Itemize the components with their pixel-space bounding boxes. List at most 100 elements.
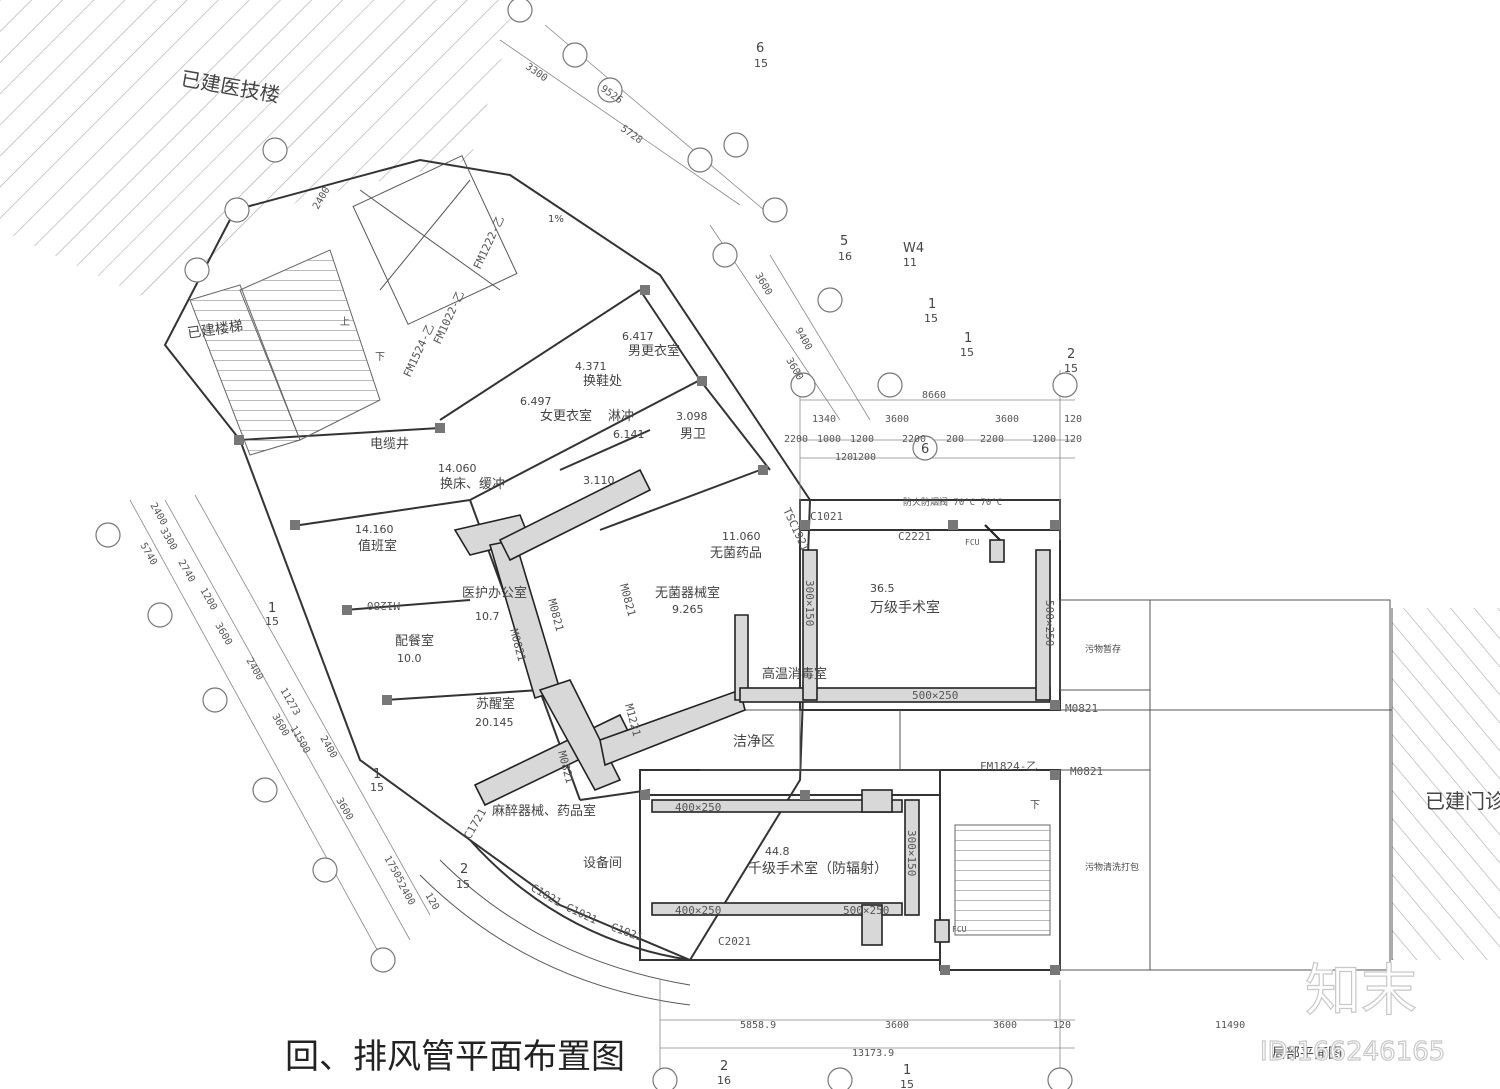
- dim-bottom: 11490: [1215, 1020, 1245, 1031]
- existing-building-hatch: [0, 0, 1500, 960]
- axis-den: 16: [717, 1074, 731, 1087]
- room-bed-change-name: 换床、缓冲: [440, 477, 505, 492]
- axis-num: 6: [921, 442, 929, 457]
- room-or1k-area: 44.8: [765, 845, 790, 858]
- room-labels: 6.497 女更衣室 6.417 男更衣室 4.371 换鞋处 淋冲 6.141…: [340, 316, 1139, 877]
- room-anesthesia-name: 麻醉器械、药品室: [492, 803, 596, 819]
- axis-num: 5: [840, 234, 848, 249]
- dim-left: 1200: [197, 586, 219, 612]
- room-wake-area: 20.145: [475, 716, 514, 729]
- duct-size-label: 500×250: [1043, 600, 1056, 646]
- axis-den: 15: [960, 346, 974, 359]
- door-tag: M0821: [545, 597, 566, 632]
- dim-left: 2740: [175, 558, 197, 584]
- dim-second: 1000: [817, 434, 841, 445]
- dim-top: 3600: [885, 414, 909, 425]
- axis-den: 15: [456, 878, 470, 891]
- axis-den: 15: [265, 615, 279, 628]
- legend-note: 局部平面图: [1272, 1046, 1342, 1062]
- axis-den: 15: [370, 781, 384, 794]
- door-tag: FM1524-乙: [401, 322, 437, 379]
- dim-left: 3600: [212, 621, 234, 647]
- window-tag: C1721: [461, 806, 489, 841]
- door-tag: FM1022-乙: [431, 289, 467, 346]
- window-tag: C1021: [564, 901, 600, 927]
- dim-second: 1200: [850, 434, 874, 445]
- down-mark-1: 下: [375, 352, 385, 363]
- dim-left: 3600: [269, 712, 291, 738]
- axis-num: 1: [964, 331, 972, 346]
- axis-den: 15: [924, 312, 938, 325]
- drawing-title: 回、排风管平面布置图: [285, 1037, 625, 1077]
- duct-size-label: 400×250: [675, 801, 721, 814]
- door-tag: M1280: [367, 599, 400, 612]
- axis-num: 1: [373, 767, 381, 782]
- room-equipment-name: 设备间: [583, 855, 622, 871]
- dim-bottom: 3600: [993, 1020, 1017, 1031]
- axis-num: 1: [268, 601, 276, 616]
- fan-coil-label: FCU: [952, 925, 967, 934]
- axis-num: 1: [903, 1063, 911, 1078]
- room-dirty-corr-name: 污物暂存: [1085, 643, 1121, 655]
- axis-bubbles: [95, 0, 1078, 1089]
- room-male-wc-name: 男卫: [680, 427, 706, 442]
- dim-top: 3600: [995, 414, 1019, 425]
- axis-labels: 6 15 5 16 W4 11 1 15 1 15 2 15 6 1 15 1 …: [265, 41, 1078, 1089]
- window-tag: C2021: [718, 935, 751, 948]
- dim-left: 3600: [333, 796, 355, 822]
- door-tag: M0821: [1065, 702, 1098, 715]
- axis-num: 2: [720, 1059, 728, 1074]
- room-female-change-area: 6.497: [520, 395, 552, 408]
- door-tag: M0821: [1070, 765, 1103, 778]
- dim-left: 11500: [287, 724, 312, 756]
- dimension-lines: [129, 24, 1075, 1070]
- duct-labels: 400×250 400×250 500×250 500×250 500×250 …: [675, 496, 1056, 934]
- door-tag: M0821: [617, 582, 638, 617]
- existing-stair-label: 已建楼梯: [186, 318, 244, 342]
- room-pantry-name: 配餐室: [395, 633, 434, 649]
- dim-second: 2200: [980, 434, 1004, 445]
- building-walls: [163, 155, 812, 1006]
- room-pantry-area: 10.0: [397, 652, 422, 665]
- duct-size-label: 300×150: [803, 580, 816, 626]
- room-sterile-equip-area: 9.265: [672, 603, 704, 616]
- room-shoe-area: 4.371: [575, 360, 607, 373]
- room-shower-name: 淋冲: [608, 409, 634, 424]
- room-small-area: 3.110: [583, 474, 615, 487]
- dim-second: 200: [946, 434, 964, 445]
- room-shower-area: 6.141: [613, 428, 645, 441]
- room-female-change-name: 女更衣室: [540, 408, 592, 424]
- room-clean-zone-name: 洁净区: [733, 734, 775, 750]
- room-male-change-area: 6.417: [622, 330, 654, 343]
- dim-bottom: 120: [1053, 1020, 1071, 1031]
- dim-left: 5740: [137, 541, 159, 567]
- dim-bottom-total: 13173.9: [852, 1048, 894, 1059]
- room-staff-area: 10.7: [475, 610, 500, 623]
- window-tag: C2221: [898, 530, 931, 543]
- watermark-logo: 知末: [1305, 959, 1417, 1024]
- axis-num: 1: [928, 297, 936, 312]
- slope-mark: 1%: [548, 214, 564, 225]
- room-dirty-wash-name: 污物清洗打包: [1085, 861, 1139, 873]
- room-male-change-name: 男更衣室: [628, 343, 680, 359]
- dim-left: 120: [422, 891, 441, 912]
- duct-network: [453, 468, 1051, 946]
- dim-bottom: 5858.9: [740, 1020, 776, 1031]
- room-staff-name: 医护办公室: [462, 585, 527, 601]
- down-mark-2: 下: [1030, 800, 1040, 811]
- room-wake-name: 苏醒室: [476, 696, 515, 712]
- dim-second: 2200: [902, 434, 926, 445]
- room-duty-name: 值班室: [358, 538, 397, 554]
- dim-bottom: 3600: [885, 1020, 909, 1031]
- axis-den: 15: [754, 57, 768, 70]
- axis-num: W4: [903, 241, 924, 256]
- room-disinfect-name: 高温消毒室: [762, 666, 827, 682]
- room-sterile-med-name: 无菌药品: [710, 546, 762, 561]
- room-shoe-name: 换鞋处: [583, 373, 622, 389]
- dim-left: 3300: [157, 526, 179, 552]
- room-or10k-area: 36.5: [870, 582, 895, 595]
- east-block-walls: [639, 499, 1392, 971]
- axis-den: 15: [900, 1078, 914, 1089]
- dim-diag: 3600: [783, 356, 805, 382]
